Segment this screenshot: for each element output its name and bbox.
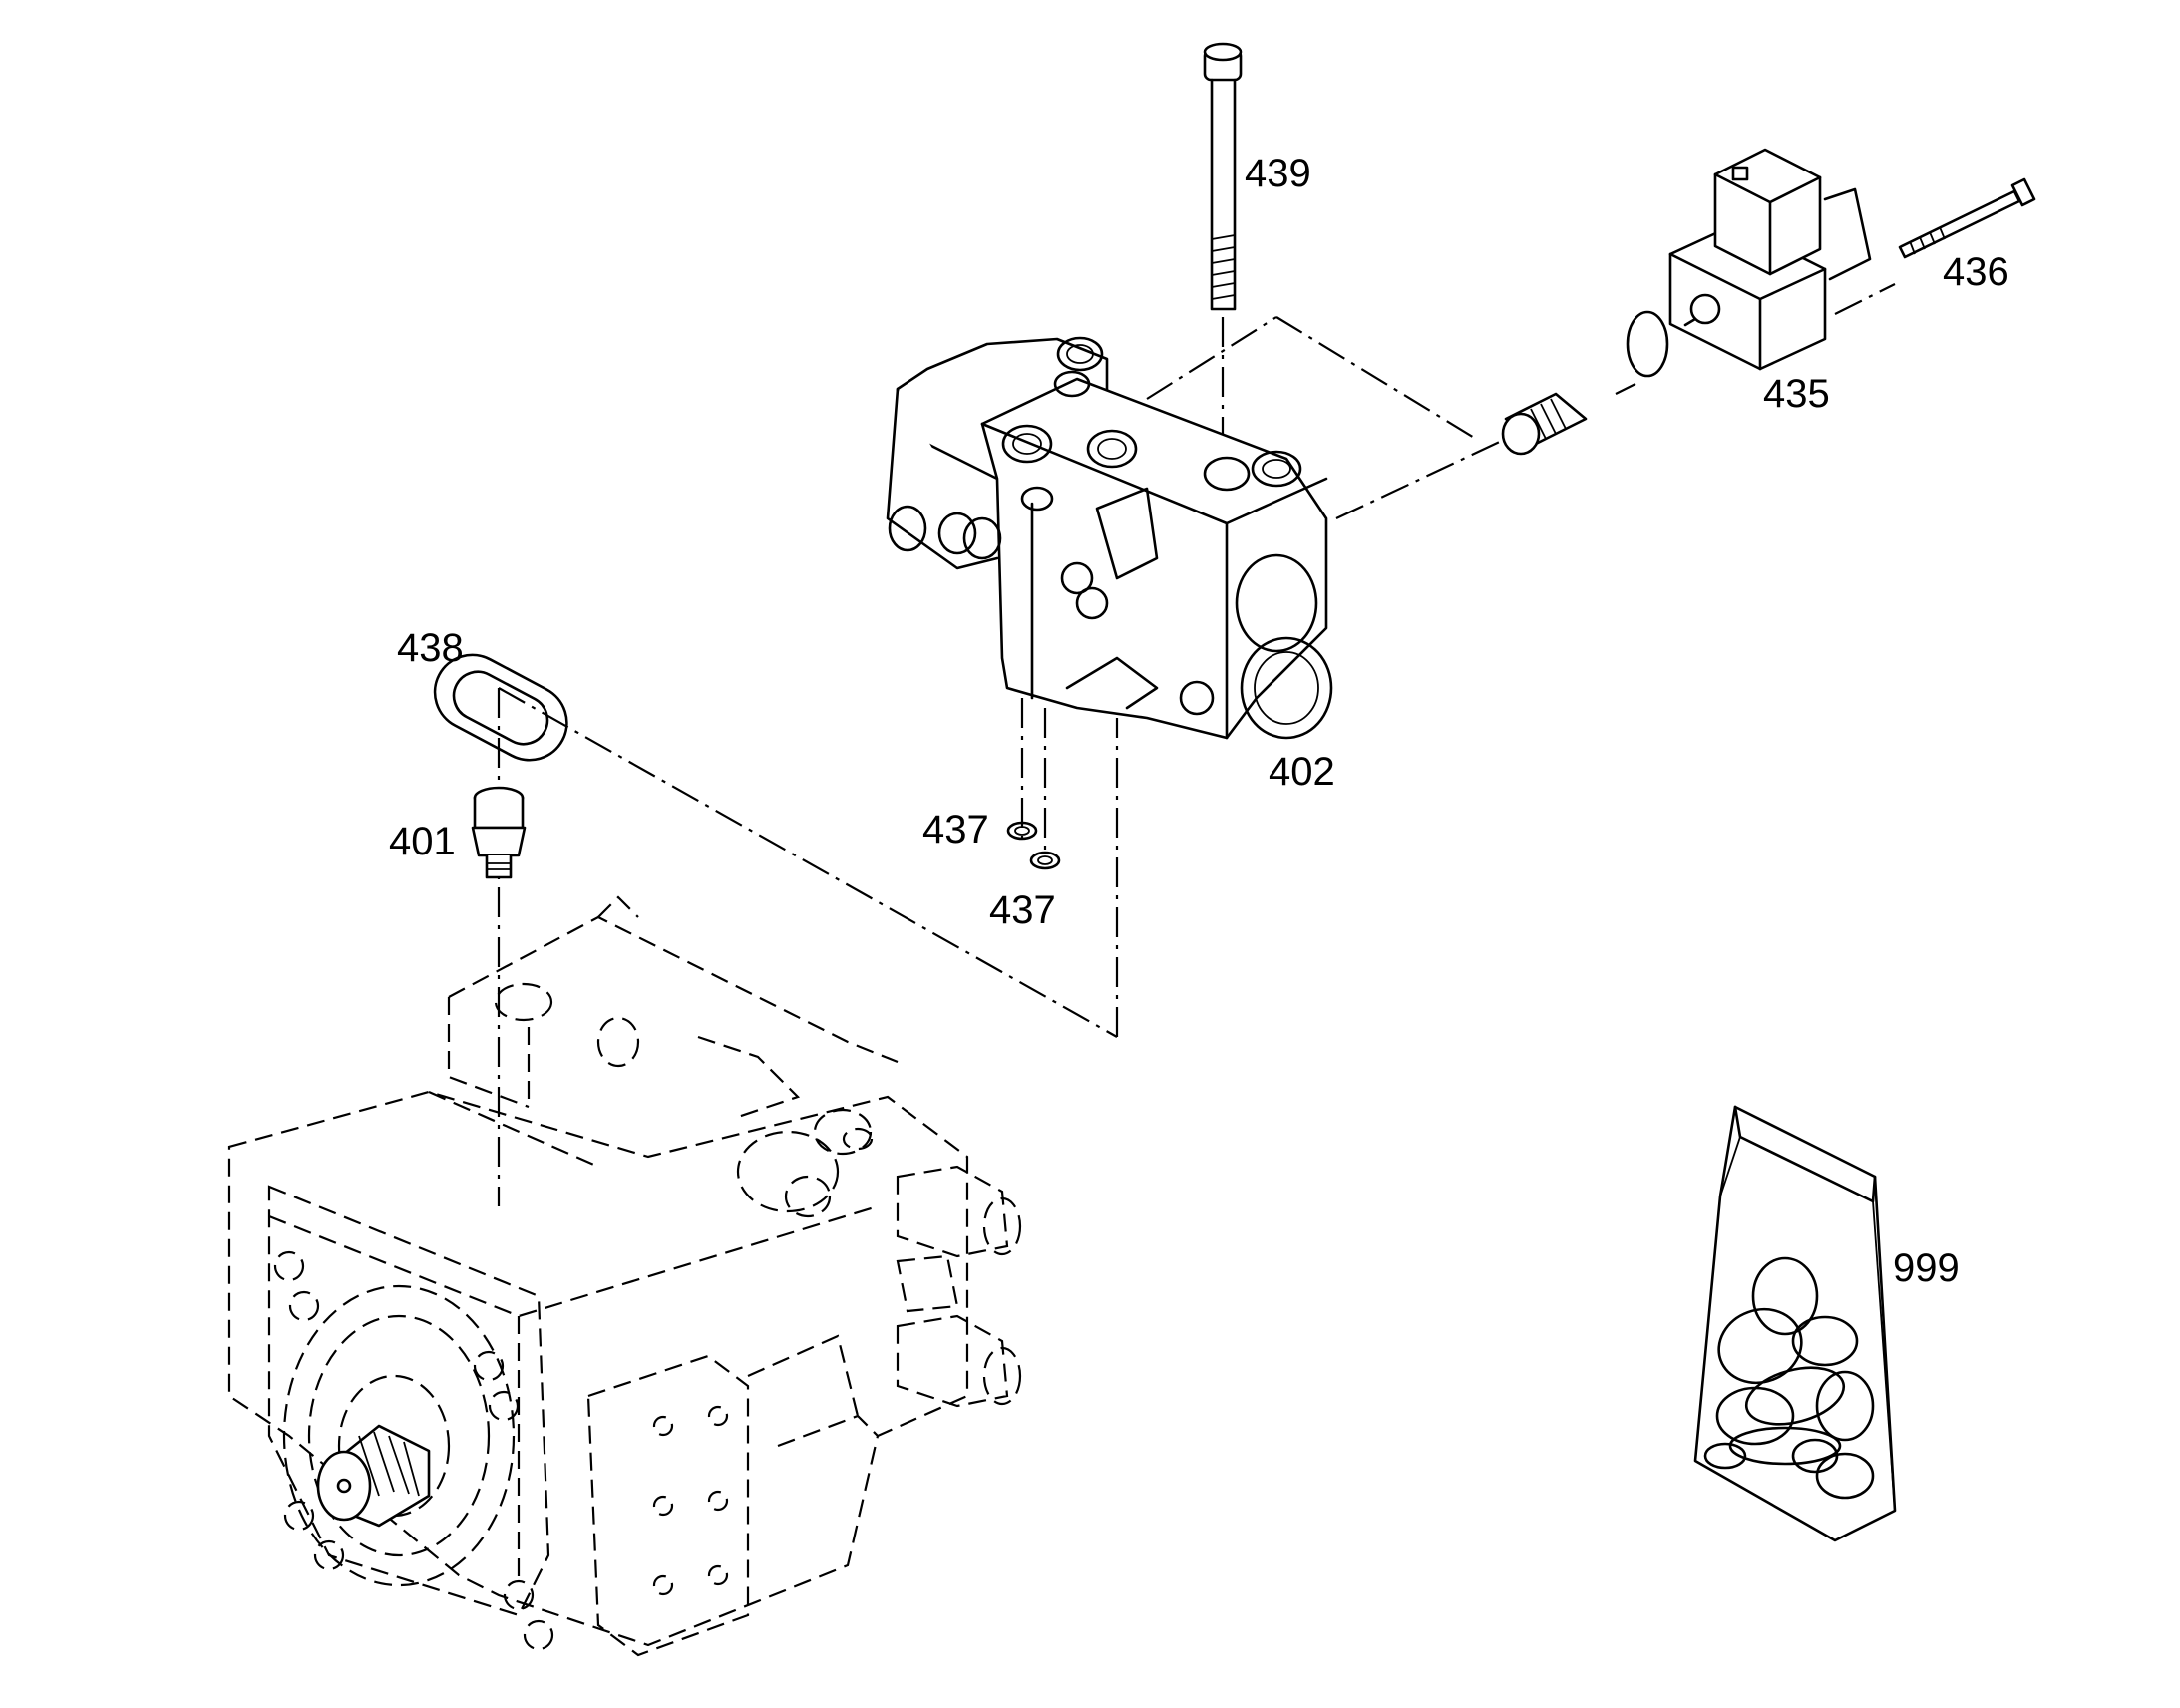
fitting-valve-insert: [1501, 310, 1669, 456]
callout-402: 402: [1269, 750, 1335, 794]
callout-437-lower: 437: [989, 888, 1056, 932]
callout-999: 999: [1893, 1246, 1960, 1290]
callout-401: 401: [389, 820, 456, 863]
screw-436: [1898, 177, 2036, 259]
bolt-439: [1203, 42, 1243, 311]
pump-housing: [227, 895, 1022, 1657]
seal-kit-bag-999: [1693, 1105, 1897, 1542]
callout-438: 438: [397, 626, 464, 670]
washers-437: [1006, 821, 1061, 870]
solenoid-435: [1668, 148, 1872, 371]
callout-436: 436: [1943, 250, 2009, 294]
callout-437-upper: 437: [922, 808, 989, 852]
callout-435: 435: [1763, 372, 1830, 416]
assembly-lines: [497, 283, 1896, 1206]
fitting-401: [471, 786, 527, 879]
o-ring-438: [433, 653, 568, 762]
control-block-402: [886, 336, 1333, 740]
callout-439: 439: [1245, 152, 1311, 195]
